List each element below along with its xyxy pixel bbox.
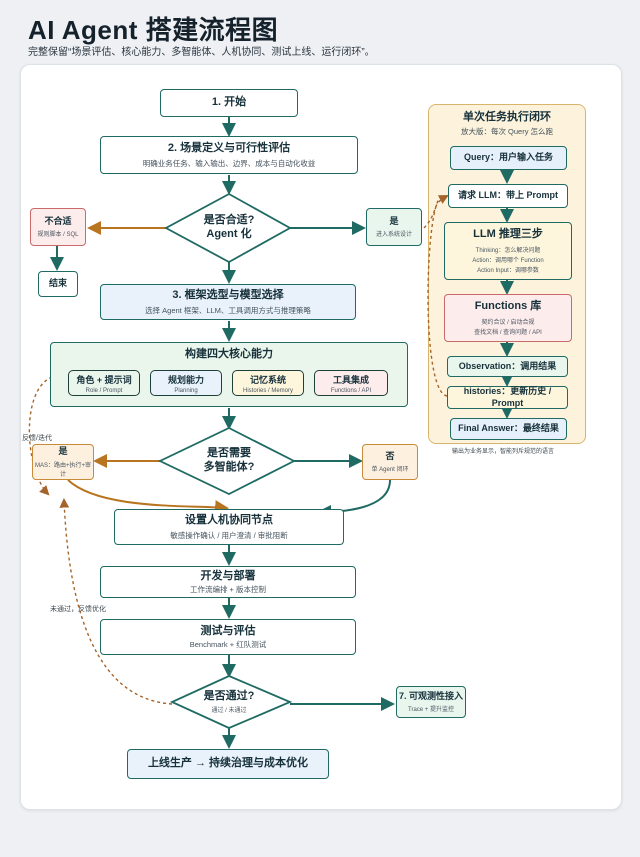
- framework-selection-node: 3. 框架选型与模型选择 选择 Agent 框架、LLM、工具调用方式与推理策略: [100, 284, 356, 320]
- loop-observation-label: Observation：调用结果: [458, 360, 557, 371]
- multi-yes-node: 是 MAS：路由+执行+审计: [32, 444, 94, 480]
- fit-yes-node: 是 进入系统设计: [366, 208, 422, 246]
- page-subtitle: 完整保留“场景评估、核心能力、多智能体、人机协同、测试上线、运行闭环”。: [28, 47, 375, 58]
- loop-histories-node: histories：更新历史 / Prompt: [447, 386, 568, 409]
- multi-yes-desc: MAS：路由+执行+审计: [34, 462, 91, 478]
- human-in-loop-desc: 敏感操作确认 / 用户澄清 / 审批阻断: [170, 530, 288, 540]
- loop-llm-title: LLM 推理三步: [473, 228, 543, 241]
- scene-evaluation-desc: 明确业务任务、输入输出、边界、成本与自动化收益: [142, 158, 316, 168]
- loop-title: 单次任务执行闭环: [463, 111, 551, 123]
- unfit-desc: 规则脚本 / SQL: [37, 232, 79, 239]
- pass-decision: 是否通过? 通过 / 未通过: [186, 686, 272, 718]
- unfit-title: 不合适: [44, 215, 72, 226]
- loop-functions-line1: 契约合议 / 启动合规: [481, 319, 535, 326]
- scene-evaluation-title: 2. 场景定义与可行性评估: [167, 141, 291, 154]
- observability-node: 7. 可观测性接入 Trace + 提升监控: [396, 686, 466, 718]
- fit-yes-desc: 进入系统设计: [375, 232, 412, 239]
- multi-agent-decision-diamond: [157, 426, 296, 496]
- test-evaluate-node: 测试与评估 Benchmark + 红队测试: [100, 619, 356, 655]
- multi-yes-title: 是: [58, 446, 68, 457]
- scene-evaluation-node: 2. 场景定义与可行性评估 明确业务任务、输入输出、边界、成本与自动化收益: [100, 136, 358, 174]
- core-capabilities-title: 构建四大核心能力: [185, 348, 273, 360]
- start-node: 1. 开始: [160, 89, 298, 117]
- test-evaluate-desc: Benchmark + 红队测试: [189, 639, 267, 649]
- test-evaluate-title: 测试与评估: [200, 624, 256, 637]
- develop-deploy-node: 开发与部署 工作流编排 + 版本控制: [100, 566, 356, 598]
- core-planning: 规划能力 Planning: [150, 370, 222, 396]
- loop-functions-line2: 查找文档 / 查询问题 / API: [474, 329, 542, 336]
- loop-llm-node: LLM 推理三步 Thinking：怎么解决问题 Action：调用哪个 Fun…: [444, 222, 572, 280]
- feedback-iterate-label: 反馈/迭代: [22, 435, 52, 442]
- fit-question-line2: Agent 化: [206, 228, 252, 240]
- loop-subtitle: 放大版：每次 Query 怎么跑: [460, 126, 554, 136]
- develop-deploy-title: 开发与部署: [200, 569, 256, 582]
- framework-desc: 选择 Agent 框架、LLM、工具调用方式与推理策略: [145, 305, 311, 315]
- end-node: 结束: [38, 271, 78, 297]
- loop-request-node: 请求 LLM：带上 Prompt: [448, 184, 568, 208]
- fit-yes-title: 是: [389, 215, 399, 226]
- multi-no-desc: 单 Agent 闭环: [371, 467, 409, 474]
- loop-observation-node: Observation：调用结果: [447, 356, 568, 377]
- loop-final-answer-node: Final Answer：最终结果: [450, 418, 567, 440]
- unfit-node: 不合适 规则脚本 / SQL: [30, 208, 86, 246]
- multi-question-line1: 是否需要: [207, 447, 251, 460]
- multi-question-line2: 多智能体?: [203, 461, 255, 473]
- core-role-sub: Role / Prompt: [85, 387, 123, 394]
- fit-question-line1: 是否合适?: [203, 214, 255, 227]
- fail-feedback-label: 未通过，反馈优化: [50, 606, 106, 613]
- multi-no-node: 否 单 Agent 闭环: [362, 444, 418, 480]
- observability-desc: Trace + 提升监控: [408, 707, 454, 714]
- end-label: 结束: [48, 278, 67, 289]
- pass-decision-diamond: [169, 675, 293, 729]
- fit-decision-diamond: [164, 192, 292, 264]
- loop-llm-line-input: Action Input：调哪参数: [477, 267, 539, 274]
- multi-no-title: 否: [385, 450, 395, 461]
- loop-llm-line-action: Action：调用哪个 Function: [472, 257, 544, 264]
- loop-query-label: Query：用户输入任务: [463, 152, 553, 163]
- observability-title: 7. 可观测性接入: [398, 690, 463, 701]
- loop-llm-line-thinking: Thinking：怎么解决问题: [475, 247, 541, 254]
- page-title: AI Agent 搭建流程图: [28, 15, 279, 45]
- human-in-loop-node: 设置人机协同节点 敏感操作确认 / 用户澄清 / 审批阻断: [114, 509, 344, 545]
- core-role-title: 角色 + 提示词: [76, 374, 132, 385]
- loop-footnote: 输出为业务显示，智能列斥规范的语言: [452, 449, 555, 455]
- core-tools: 工具集成 Functions / API: [314, 370, 388, 396]
- start-label: 1. 开始: [211, 96, 247, 109]
- core-memory-sub: Histories / Memory: [242, 387, 293, 394]
- core-memory: 记忆系统 Histories / Memory: [232, 370, 304, 396]
- core-tools-sub: Functions / API: [330, 387, 372, 394]
- pass-options: 通过 / 未通过: [211, 708, 247, 715]
- loop-final-answer-label: Final Answer：最终结果: [458, 423, 559, 434]
- loop-request-label: 请求 LLM：带上 Prompt: [458, 190, 558, 201]
- launch-production-label: 上线生产 → 持续治理与成本优化: [147, 757, 309, 770]
- core-role-prompt: 角色 + 提示词 Role / Prompt: [68, 370, 140, 396]
- fit-decision: 是否合适? Agent 化: [176, 208, 282, 248]
- core-planning-title: 规划能力: [167, 374, 204, 385]
- loop-functions-title: Functions 库: [474, 300, 542, 313]
- launch-production-node: 上线生产 → 持续治理与成本优化: [127, 749, 329, 779]
- pass-question: 是否通过?: [203, 689, 255, 702]
- core-planning-sub: Planning: [174, 387, 198, 394]
- loop-functions-node: Functions 库 契约合议 / 启动合规 查找文档 / 查询问题 / AP…: [444, 294, 572, 342]
- loop-histories-label: histories：更新历史 / Prompt: [463, 386, 552, 408]
- loop-query-node: Query：用户输入任务: [450, 146, 567, 170]
- multi-agent-decision: 是否需要 多智能体?: [180, 442, 278, 480]
- core-tools-title: 工具集成: [332, 374, 369, 385]
- framework-title: 3. 框架选型与模型选择: [172, 288, 284, 301]
- human-in-loop-title: 设置人机协同节点: [185, 513, 273, 526]
- develop-deploy-desc: 工作流编排 + 版本控制: [189, 584, 267, 594]
- core-memory-title: 记忆系统: [249, 374, 286, 385]
